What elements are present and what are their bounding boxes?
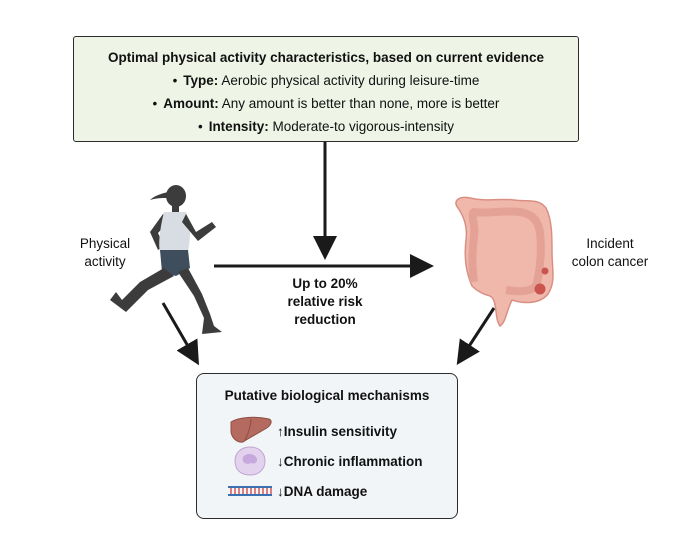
characteristics-list: • Type: Aerobic physical activity during …	[74, 69, 578, 138]
liver-icon	[230, 416, 272, 443]
bullet-icon: •	[152, 96, 158, 111]
arrow-runner-to-mechanisms	[161, 302, 200, 366]
characteristic-text: Aerobic physical activity during leisure…	[218, 73, 480, 88]
characteristic-text: Moderate-to vigorous-intensity	[268, 119, 455, 134]
mechanisms-box: Putative biological mechanisms ↑Insulin …	[196, 373, 458, 519]
runner-icon	[110, 185, 222, 334]
mechanisms-title: Putative biological mechanisms	[224, 388, 430, 403]
risk-reduction-text: Up to 20% relative risk reduction	[270, 275, 380, 329]
characteristic-term: Type:	[183, 73, 219, 88]
mechanism-text: Insulin sensitivity	[283, 424, 398, 439]
characteristic-term: Amount:	[163, 96, 219, 111]
bullet-icon: •	[172, 73, 178, 88]
mechanism-dna: ↓DNA damage	[277, 484, 367, 499]
mechanism-text: DNA damage	[283, 484, 368, 499]
risk-line: reduction	[294, 312, 356, 327]
mechanism-text: Chronic inflammation	[283, 454, 423, 469]
mechanism-inflammation: ↓Chronic inflammation	[277, 454, 423, 469]
characteristic-intensity: • Intensity: Moderate-to vigorous-intensi…	[74, 115, 578, 138]
label-line: Physical	[79, 236, 131, 251]
label-line: activity	[84, 254, 126, 269]
dna-icon	[228, 486, 272, 496]
activity-characteristics-box: Optimal physical activity characteristic…	[73, 36, 579, 142]
immune-cell-icon	[234, 446, 266, 476]
colon-icon	[455, 196, 554, 328]
mechanism-insulin: ↑Insulin sensitivity	[277, 424, 397, 439]
up-arrow-icon: ↑	[277, 424, 284, 439]
down-arrow-icon: ↓	[277, 484, 284, 499]
characteristics-title: Optimal physical activity characteristic…	[108, 50, 544, 65]
risk-line: relative risk	[287, 294, 363, 309]
label-line: colon cancer	[571, 254, 649, 269]
incident-colon-cancer-label: Incident colon cancer	[555, 235, 665, 271]
characteristic-amount: • Amount: Any amount is better than none,…	[74, 92, 578, 115]
risk-line: Up to 20%	[292, 276, 358, 291]
characteristic-type: • Type: Aerobic physical activity during …	[74, 69, 578, 92]
label-line: Incident	[586, 236, 634, 251]
down-arrow-icon: ↓	[277, 454, 284, 469]
characteristic-text: Any amount is better than none, more is …	[218, 96, 500, 111]
physical-activity-label: Physical activity	[66, 235, 144, 271]
bullet-icon: •	[197, 119, 203, 134]
characteristic-term: Intensity:	[208, 119, 269, 134]
arrow-colon-to-mechanisms	[456, 307, 496, 366]
